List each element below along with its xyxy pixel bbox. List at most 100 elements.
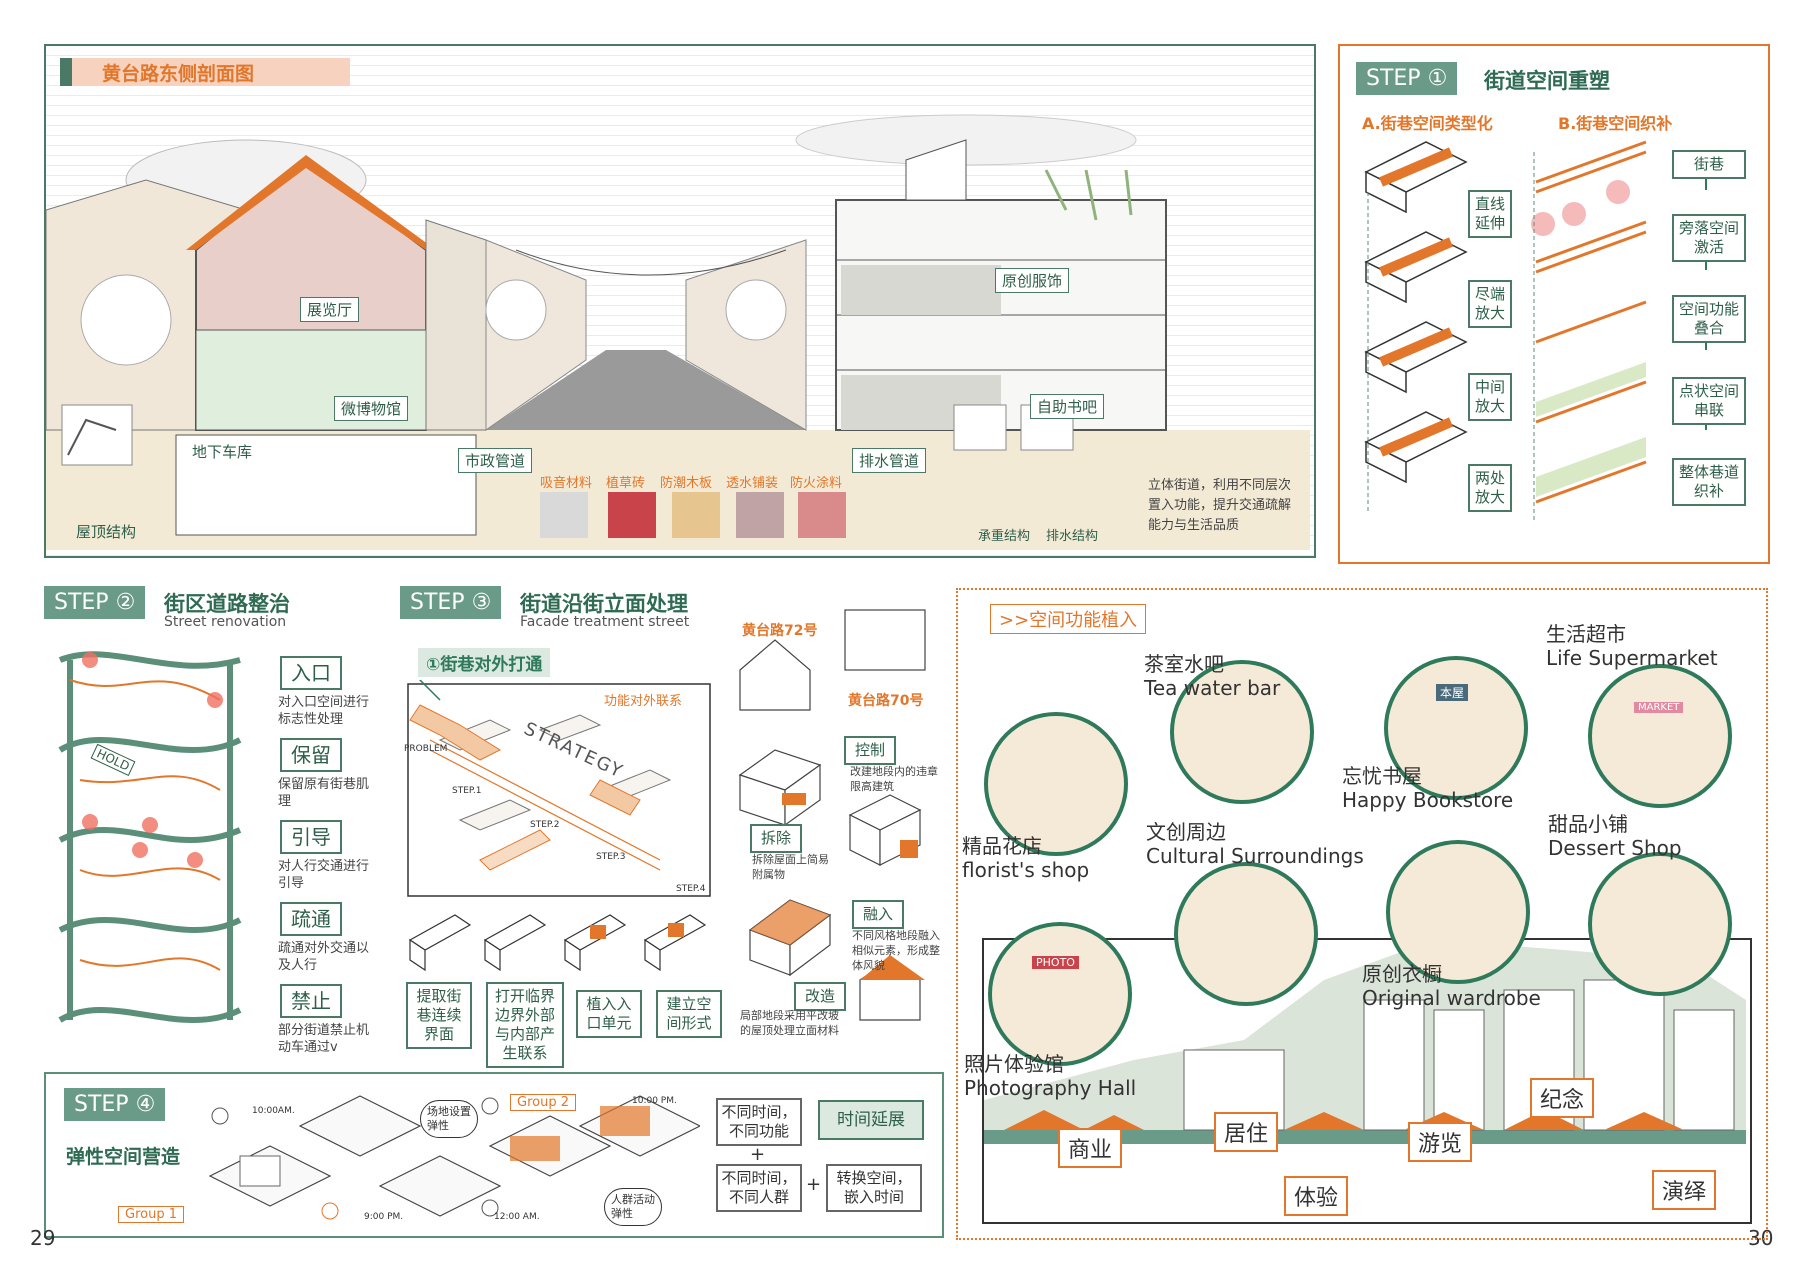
shop-circle-photo: PHOTO <box>988 922 1132 1066</box>
step2-subtitle: Street renovation <box>164 614 287 630</box>
step2-title: 街区道路整治 <box>164 591 290 616</box>
shop-cn: 文创周边 <box>1146 820 1226 844</box>
shop-en: Dessert Shop <box>1548 836 1682 860</box>
shop-en: florist's shop <box>962 858 1090 882</box>
step3-label-step3: STEP.3 <box>596 852 626 862</box>
material-swatch <box>540 492 588 538</box>
shop-circle-dessert <box>1588 852 1732 996</box>
shop-name-dessert: 甜品小铺 Dessert Shop <box>1548 812 1682 860</box>
step2-map <box>58 651 242 1023</box>
step2-item-forbid: 禁止 <box>280 984 342 1018</box>
step3-func-link: 功能对外联系 <box>604 694 683 709</box>
step3-label-step2: STEP.2 <box>530 820 560 830</box>
op-demolish-desc: 拆除屋面上简易附属物 <box>752 853 829 881</box>
material-name: 防火涂料 <box>790 476 843 491</box>
label-roof: 屋顶结构 <box>76 523 137 541</box>
step3-addr70: 黄台路70号 <box>848 693 924 709</box>
step4-logic-func: 不同时间，不同功能 <box>716 1098 802 1146</box>
label-drain-pipe: 排水管道 <box>852 448 927 473</box>
step4-bubble-crowd: 人群活动弹性 <box>604 1188 662 1226</box>
zone-performance: 演绎 <box>1652 1170 1717 1210</box>
material-swatch <box>736 492 784 538</box>
step2-item-keep: 保留 <box>280 738 342 772</box>
step2-desc-guide: 对人行交通进行引导 <box>278 859 370 891</box>
zone-experience: 体验 <box>1284 1176 1349 1216</box>
step3-title: 街道沿街立面处理 <box>520 591 688 616</box>
type-middle-enlarge: 中间放大 <box>1468 373 1512 421</box>
shop-circle-bookstore: 本屋 <box>1384 656 1528 800</box>
section-illustration <box>46 114 1310 550</box>
shop-name-photo: 照片体验馆 Photography Hall <box>964 1052 1136 1100</box>
flow-activate: 旁落空间激活 <box>1672 214 1746 262</box>
step3-axo <box>407 680 711 972</box>
shop-en: Happy Bookstore <box>1342 788 1514 812</box>
step3-subtitle: Facade treatment street <box>520 614 690 630</box>
function-title: >>空间功能植入 <box>990 604 1147 634</box>
step2-item-unblock: 疏通 <box>280 902 342 936</box>
step4-logic-crowd: 不同时间，不同人群 <box>716 1164 802 1212</box>
step4-title: 弹性空间营造 <box>66 1146 181 1168</box>
section-title-bar <box>60 58 350 86</box>
shop-sign-bookstore: 本屋 <box>1436 684 1469 701</box>
zone-residence: 居住 <box>1214 1112 1279 1152</box>
step2-item-guide: 引导 <box>280 820 342 854</box>
step4-time-3: 12:00 AM. <box>494 1212 540 1222</box>
op-integrate: 融入 <box>852 900 904 929</box>
shop-sign-market: MARKET <box>1634 702 1684 713</box>
label-garage: 地下车库 <box>192 443 253 461</box>
function-panel <box>956 588 1768 1240</box>
material-swatch <box>672 492 720 538</box>
op-control: 控制 <box>844 736 896 765</box>
label-bearing: 承重结构 <box>978 529 1031 544</box>
label-self-bookbar: 自助书吧 <box>1030 394 1105 419</box>
flow-street: 街巷 <box>1672 150 1746 179</box>
step2-desc-forbid: 部分街道禁止机动车通过v <box>278 1023 370 1055</box>
flow-overlay: 空间功能叠合 <box>1672 295 1746 343</box>
type-two-enlarge: 两处放大 <box>1468 464 1512 512</box>
step4-illustration <box>208 1095 700 1220</box>
step3-head: STEP ③ <box>400 586 502 619</box>
op-renovate: 改造 <box>794 982 846 1011</box>
step1-head: STEP ① <box>1356 62 1458 95</box>
step1-illustration <box>1364 140 1707 522</box>
shop-cn: 照片体验馆 <box>964 1052 1064 1076</box>
shop-cn: 精品花店 <box>962 834 1042 858</box>
shop-name-tea: 茶室水吧 Tea water bar <box>1144 652 1280 700</box>
step3-step-extract: 提取街巷连续界面 <box>406 982 472 1049</box>
shop-name-bookstore: 忘忧书屋 Happy Bookstore <box>1342 764 1513 812</box>
op-integrate-desc: 不同风格地段融入相似元素，形成整体风貌 <box>852 929 940 972</box>
shop-en: Original wardrobe <box>1362 986 1541 1010</box>
step4-group2: Group 2 <box>510 1094 576 1111</box>
shop-en: Photography Hall <box>964 1076 1137 1100</box>
step4-group1: Group 1 <box>118 1206 184 1223</box>
step1-a-title: A.街巷空间类型化 <box>1362 114 1493 133</box>
label-original-clothing: 原创服饰 <box>995 268 1070 293</box>
step4-time-1: 10:00AM. <box>252 1106 295 1116</box>
step2-desc-entrance: 对入口空间进行标志性处理 <box>278 695 370 727</box>
step4-time-2: 9:00 PM. <box>364 1212 404 1222</box>
step4-head: STEP ④ <box>64 1088 166 1121</box>
zone-commerce: 商业 <box>1058 1128 1123 1168</box>
step1-b-title: B.街巷空间织补 <box>1558 114 1673 133</box>
op-demolish: 拆除 <box>750 824 802 853</box>
step4-logic-plus1: + <box>750 1144 766 1165</box>
op-renovate-desc: 局部地段采用平改坡的屋顶处理立面材料 <box>740 1009 839 1037</box>
page-number-left: 29 <box>30 1226 56 1250</box>
step3-facades <box>738 609 926 1021</box>
type-linear: 直线延伸 <box>1468 190 1512 238</box>
section-title: 黄台路东侧剖面图 <box>102 63 255 85</box>
material-swatch <box>608 492 656 538</box>
shop-circle-wardrobe <box>1386 840 1530 984</box>
shop-en: Cultural Surroundings <box>1146 844 1364 868</box>
shop-circle-florist <box>984 712 1128 856</box>
step3-step-form: 建立空间形式 <box>656 990 722 1038</box>
step4-time-4: 10:00 PM. <box>632 1096 677 1106</box>
material-swatch <box>798 492 846 538</box>
material-name: 透水铺装 <box>726 476 779 491</box>
shop-cn: 生活超市 <box>1546 622 1626 646</box>
step4-bubble-site: 场地设置弹性 <box>420 1100 478 1138</box>
material-name: 植草砖 <box>606 476 646 491</box>
step3-label-problem: PROBLEM <box>404 744 448 754</box>
shop-circle-cultural <box>1174 862 1318 1006</box>
flow-weave: 整体巷道织补 <box>1672 458 1746 506</box>
